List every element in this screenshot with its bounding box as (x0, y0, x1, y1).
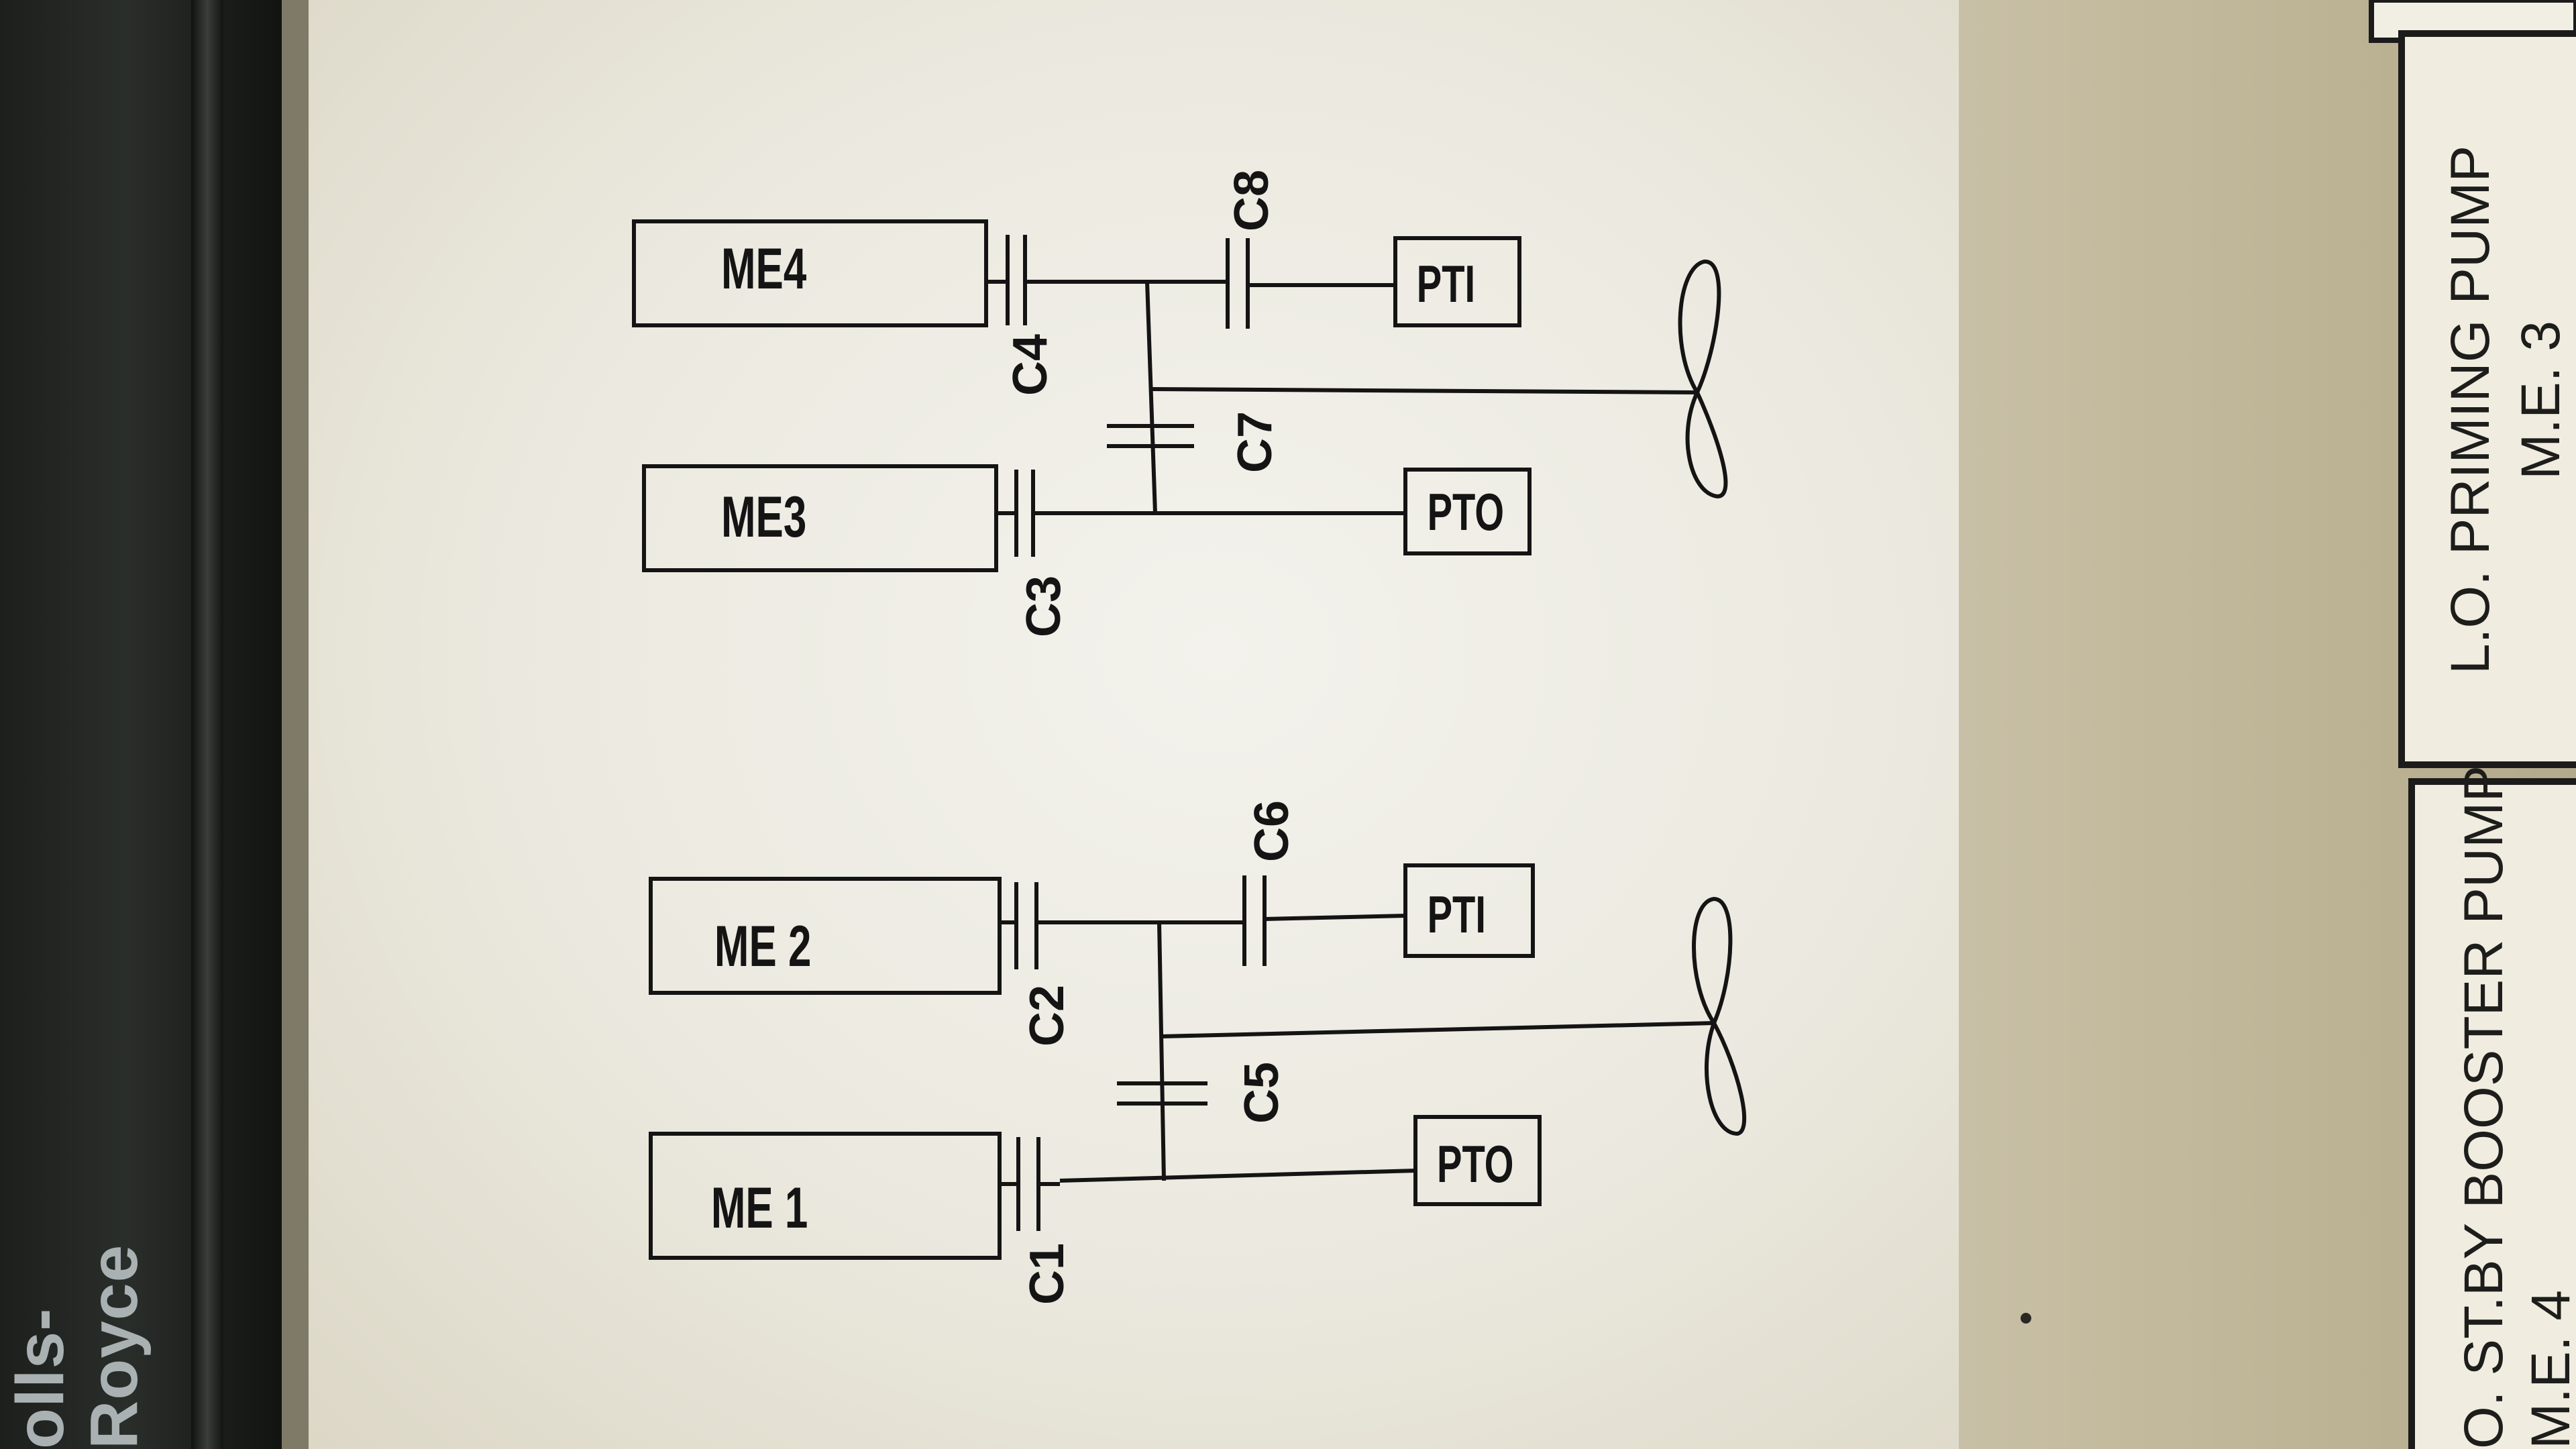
nameplate-1 (2398, 30, 2576, 768)
coupling-c4 (986, 235, 1043, 325)
coupling-c5 (1117, 1081, 1208, 1106)
coupling-c1-label: C1 (1020, 1243, 1074, 1305)
coupling-c8-label: C8 (1225, 170, 1279, 231)
nameplate-2-line-1: O. ST.BY BOOSTER PUMP (2453, 765, 2514, 1449)
coupling-c6 (1242, 875, 1267, 966)
engine-me3-label: ME3 (721, 484, 806, 549)
nameplate-1-line-2: M.E. 3 (2510, 321, 2571, 480)
shaft-pti-bottom (1264, 914, 1406, 921)
coupling-c1 (1000, 1137, 1060, 1231)
coupling-c2 (1000, 882, 1057, 969)
vertical-shaft-top (1145, 281, 1157, 514)
engine-me4-label: ME4 (721, 236, 807, 301)
panel-screw-dot (2021, 1313, 2031, 1324)
coupling-c3-label: C3 (1017, 576, 1071, 637)
vertical-shaft-bottom (1157, 922, 1166, 1181)
propeller-top-icon (1678, 260, 1728, 499)
coupling-c5-label: C5 (1235, 1062, 1289, 1124)
propeller-shaft-top (1150, 387, 1698, 394)
engine-me2-label: ME 2 (714, 914, 812, 978)
coupling-c2-label: C2 (1020, 985, 1074, 1046)
coupling-c7 (1107, 424, 1194, 448)
propeller-bottom-icon (1692, 896, 1747, 1136)
schematic-paper (309, 0, 1959, 1449)
engine-me3-box (642, 464, 998, 572)
pto-bottom-box (1413, 1115, 1542, 1206)
nameplate-1-line-1: L.O. PRIMING PUMP (2440, 146, 2501, 674)
pti-top-box (1393, 236, 1521, 327)
propeller-shaft-bottom (1160, 1021, 1715, 1038)
nameplate-2 (2408, 778, 2576, 1449)
engine-me1-label: ME 1 (711, 1175, 808, 1240)
pto-top-label: PTO (1428, 483, 1504, 541)
nameplate-2-line-2: M.E. 4 (2520, 1290, 2576, 1449)
coupling-c3 (996, 470, 1053, 557)
monitor-bezel (0, 0, 315, 1449)
shaft-me1 (1059, 1169, 1416, 1183)
engine-me4-box (632, 219, 988, 327)
pto-bottom-label: PTO (1437, 1135, 1513, 1193)
coupling-c7-label: C7 (1228, 411, 1282, 473)
engine-me2-box (649, 877, 1002, 995)
pti-bottom-label: PTI (1428, 885, 1486, 944)
pti-top-label: PTI (1417, 255, 1475, 313)
coupling-c4-label: C4 (1004, 334, 1057, 396)
coupling-c6-label: C6 (1245, 800, 1299, 862)
bezel-groove (191, 0, 223, 1449)
pti-bottom-box (1403, 863, 1535, 958)
engine-me1-box (649, 1132, 1002, 1260)
